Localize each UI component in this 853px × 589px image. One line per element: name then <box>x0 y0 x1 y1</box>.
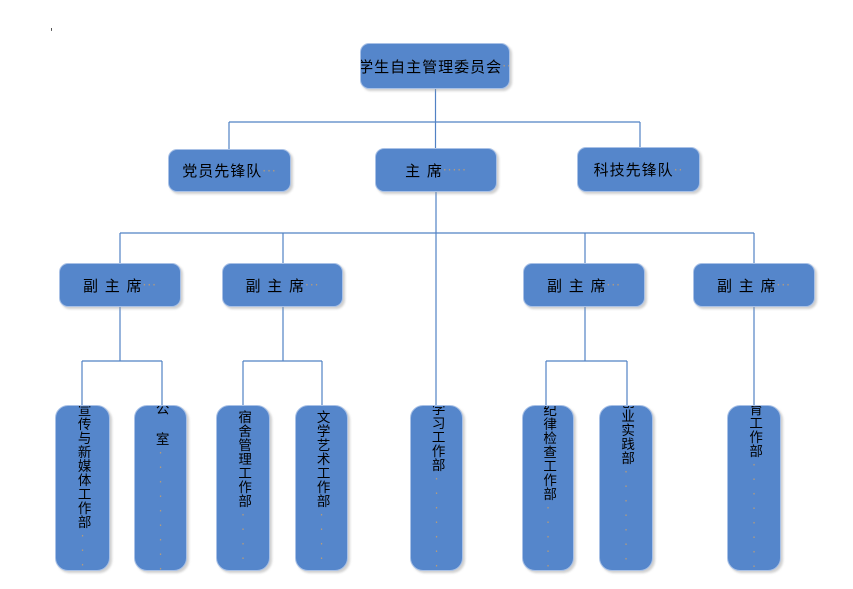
node-dept-entrepreneurship-practice[interactable]: 创业实践部········ <box>599 405 653 571</box>
node-dept-office[interactable]: 办 公 室··········· <box>134 405 187 571</box>
node-dept-publicity-new-media[interactable]: 宣传与新媒体工作部··· <box>55 405 110 571</box>
node-label: 宿舍管理工作部 <box>235 410 252 508</box>
formatting-marks: ··· <box>75 529 90 571</box>
node-dept-discipline-inspection[interactable]: 纪律检查工作部····· <box>522 405 574 571</box>
node-label: 纪律检查工作部 <box>540 405 557 501</box>
formatting-marks: ····· <box>442 163 467 177</box>
formatting-marks: ········· <box>747 457 762 571</box>
formatting-marks: ··· <box>305 278 320 292</box>
node-label: 宣传与新媒体工作部 <box>74 405 91 530</box>
node-label: 副 主 席 <box>717 276 777 295</box>
node-label: 副 主 席 <box>83 276 143 295</box>
stray-formatting-mark: ' <box>50 26 54 39</box>
formatting-marks: ········ <box>619 465 634 571</box>
node-label: 副 主 席 <box>245 276 306 295</box>
formatting-marks: ··· <box>776 278 791 292</box>
node-label: 主 席 <box>405 161 443 180</box>
formatting-marks: ·· <box>502 59 509 73</box>
node-vice-chair-2[interactable]: 副 主 席··· <box>222 263 343 307</box>
node-label: 文学艺术工作部 <box>313 410 330 508</box>
node-dept-dorm-management[interactable]: 宿舍管理工作部···· <box>216 405 270 571</box>
formatting-marks: ······· <box>429 472 444 571</box>
node-label: 体育工作部 <box>746 405 763 458</box>
node-tech-vanguard[interactable]: 科技先锋队·· <box>577 147 700 192</box>
node-label: 办 公 室 <box>152 405 169 446</box>
node-chairman[interactable]: 主 席····· <box>375 148 497 192</box>
node-label: 党员先锋队 <box>182 162 263 180</box>
node-vice-chair-1[interactable]: 副 主 席··· <box>59 263 181 307</box>
node-party-vanguard[interactable]: 党员先锋队··· <box>168 149 291 192</box>
node-vice-chair-3[interactable]: 副 主 席··· <box>523 263 645 307</box>
node-label: 创业实践部 <box>618 405 635 465</box>
formatting-marks: ···· <box>314 508 329 566</box>
node-vice-chair-4[interactable]: 副 主 席··· <box>693 263 815 307</box>
formatting-marks: ··········· <box>153 445 168 571</box>
node-label: 科技先锋队 <box>593 161 674 179</box>
node-root[interactable]: 学生自主管理委员会·· <box>360 43 510 89</box>
formatting-marks: ·· <box>673 162 684 177</box>
node-label: 学习工作部 <box>428 405 445 473</box>
node-label: 学生自主管理委员会 <box>360 57 503 76</box>
formatting-marks: ··· <box>606 278 621 292</box>
node-dept-study[interactable]: 学习工作部······· <box>410 405 463 571</box>
formatting-marks: ···· <box>236 508 251 566</box>
formatting-marks: ··· <box>262 163 277 178</box>
node-dept-sports[interactable]: 体育工作部········· <box>727 405 781 571</box>
formatting-marks: ····· <box>541 500 556 571</box>
node-label: 副 主 席 <box>547 276 607 295</box>
formatting-marks: ··· <box>142 278 157 292</box>
node-dept-literature-art[interactable]: 文学艺术工作部···· <box>295 405 348 571</box>
